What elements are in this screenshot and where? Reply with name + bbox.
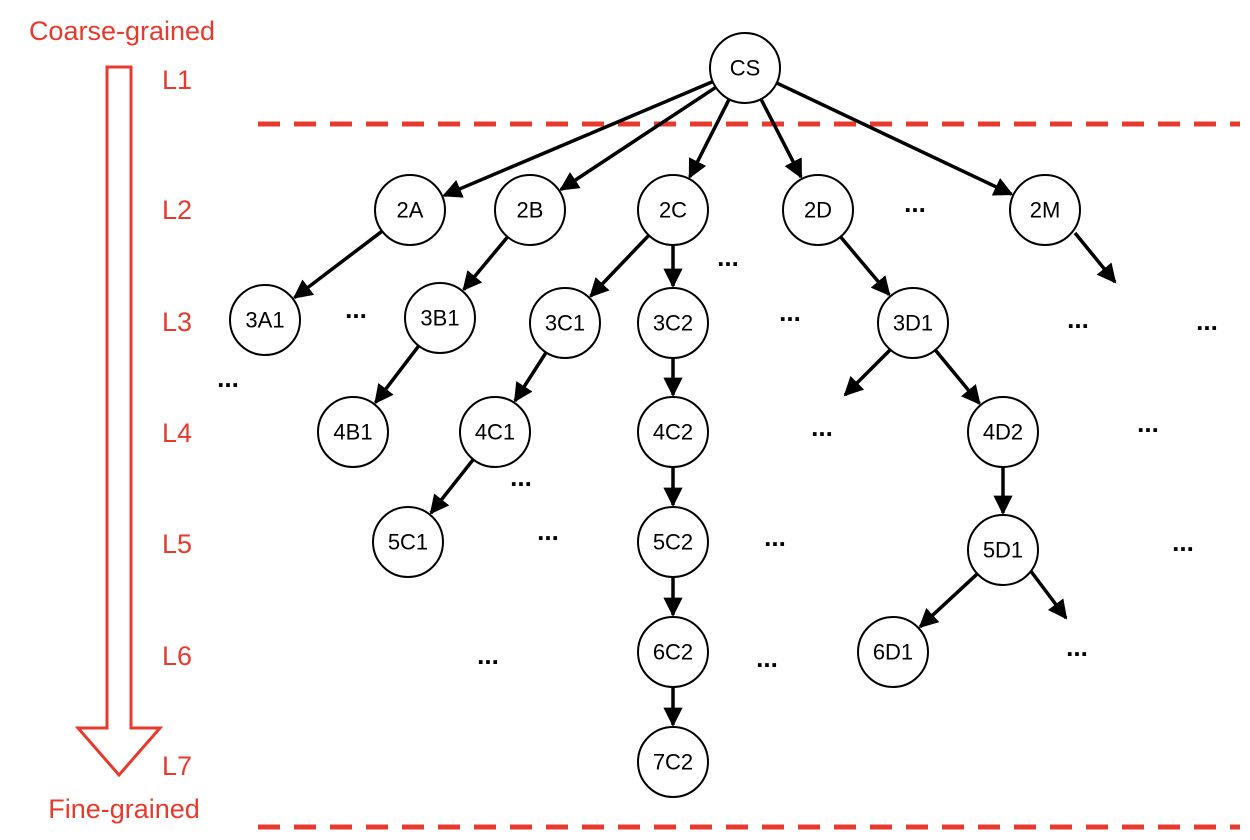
node-2c: 2C [637,174,709,246]
node-label: 3C2 [653,311,693,336]
edge-arrow [839,235,891,297]
node-2a: 2A [374,174,446,246]
node-label: 4C2 [653,420,693,445]
ellipses: ... ... ... ... ... ... ... ... ... ... … [217,188,1218,673]
ellipsis-mark: ... [811,412,833,442]
edge-arrow [918,572,979,629]
node-label: 6D1 [873,640,913,665]
level-labels: L1 L2 L3 L4 L5 L6 L7 [162,65,192,781]
node-3c2: 3C2 [637,287,709,359]
node-4c2: 4C2 [637,396,709,468]
node-2m: 2M [1009,174,1081,246]
ellipsis-mark: ... [1137,408,1159,438]
node-4c1: 4C1 [459,396,531,468]
node-label: CS [730,56,761,81]
ellipsis-mark: ... [477,640,499,670]
level-label: L2 [162,195,192,225]
ellipsis-mark: ... [510,462,532,492]
node-4b1: 4B1 [317,396,389,468]
node-label: 2D [804,198,832,223]
node-5c2: 5C2 [637,506,709,578]
edge-arrow [513,351,548,403]
node-label: 4B1 [333,420,372,445]
node-label: 3A1 [245,308,284,333]
ellipsis-mark: ... [537,516,559,546]
edge-arrow [589,234,651,298]
node-4d2: 4D2 [967,396,1039,468]
node-label: 3C1 [545,311,585,336]
node-label: 5C2 [653,530,693,555]
ellipsis-mark: ... [717,242,739,272]
edge-arrow [688,98,731,179]
fine-grained-label: Fine-grained [48,794,200,824]
level-label: L5 [162,529,192,559]
edge-arrow [1028,568,1068,620]
node-label: 2C [659,198,687,223]
node-3b1: 3B1 [404,282,476,354]
edge-arrow [775,81,1014,196]
node-3c1: 3C1 [529,287,601,359]
level-label: L1 [162,65,192,95]
edge-arrow [292,229,384,300]
node-5c1: 5C1 [372,506,444,578]
ellipsis-mark: ... [345,294,367,324]
node-label: 5C1 [388,530,428,555]
edge-arrow [442,80,714,198]
edge-arrow [1073,231,1117,284]
ellipsis-mark: ... [904,188,926,218]
edge-arrow [933,348,981,405]
edge-arrow [462,235,509,292]
ellipsis-mark: ... [217,363,239,393]
node-6c2: 6C2 [637,616,709,688]
ellipsis-mark: ... [1172,527,1194,557]
granularity-arrow [74,65,164,778]
node-5d1: 5D1 [967,514,1039,586]
edge-arrow [559,85,717,192]
node-6d1: 6D1 [857,616,929,688]
node-label: 2M [1030,198,1061,223]
ellipsis-mark: ... [764,522,786,552]
edge-arrow [843,348,892,397]
node-label: 3B1 [420,306,459,331]
coarse-grained-label: Coarse-grained [29,16,215,46]
node-3a1: 3A1 [229,284,301,356]
ellipsis-mark: ... [1067,304,1089,334]
node-label: 2B [517,198,544,223]
nodes: CS 2A 2B 2C 2D 2M 3A1 3B1 3C1 3C2 3D1 4B… [229,32,1081,798]
node-label: 2A [397,198,424,223]
node-label: 7C2 [653,750,693,775]
ellipsis-mark: ... [1066,632,1088,662]
edge-arrow [374,344,421,405]
edges [292,80,1014,727]
node-label: 4D2 [983,420,1023,445]
node-7c2: 7C2 [637,726,709,798]
node-label: 6C2 [653,640,693,665]
node-cs: CS [709,32,781,104]
node-label: 4C1 [475,420,515,445]
ellipsis-mark: ... [779,297,801,327]
level-label: L4 [162,418,192,448]
node-2d: 2D [782,174,854,246]
dangling-edges [843,231,1117,620]
node-3d1: 3D1 [877,287,949,359]
ellipsis-mark: ... [756,643,778,673]
level-label: L3 [162,307,192,337]
level-label: L6 [162,641,192,671]
level-label: L7 [162,751,192,781]
edge-arrow [429,458,475,515]
edge-arrow [759,98,803,179]
node-2b: 2B [494,174,566,246]
node-label: 3D1 [893,311,933,336]
node-label: 5D1 [983,538,1023,563]
ellipsis-mark: ... [1196,306,1218,336]
